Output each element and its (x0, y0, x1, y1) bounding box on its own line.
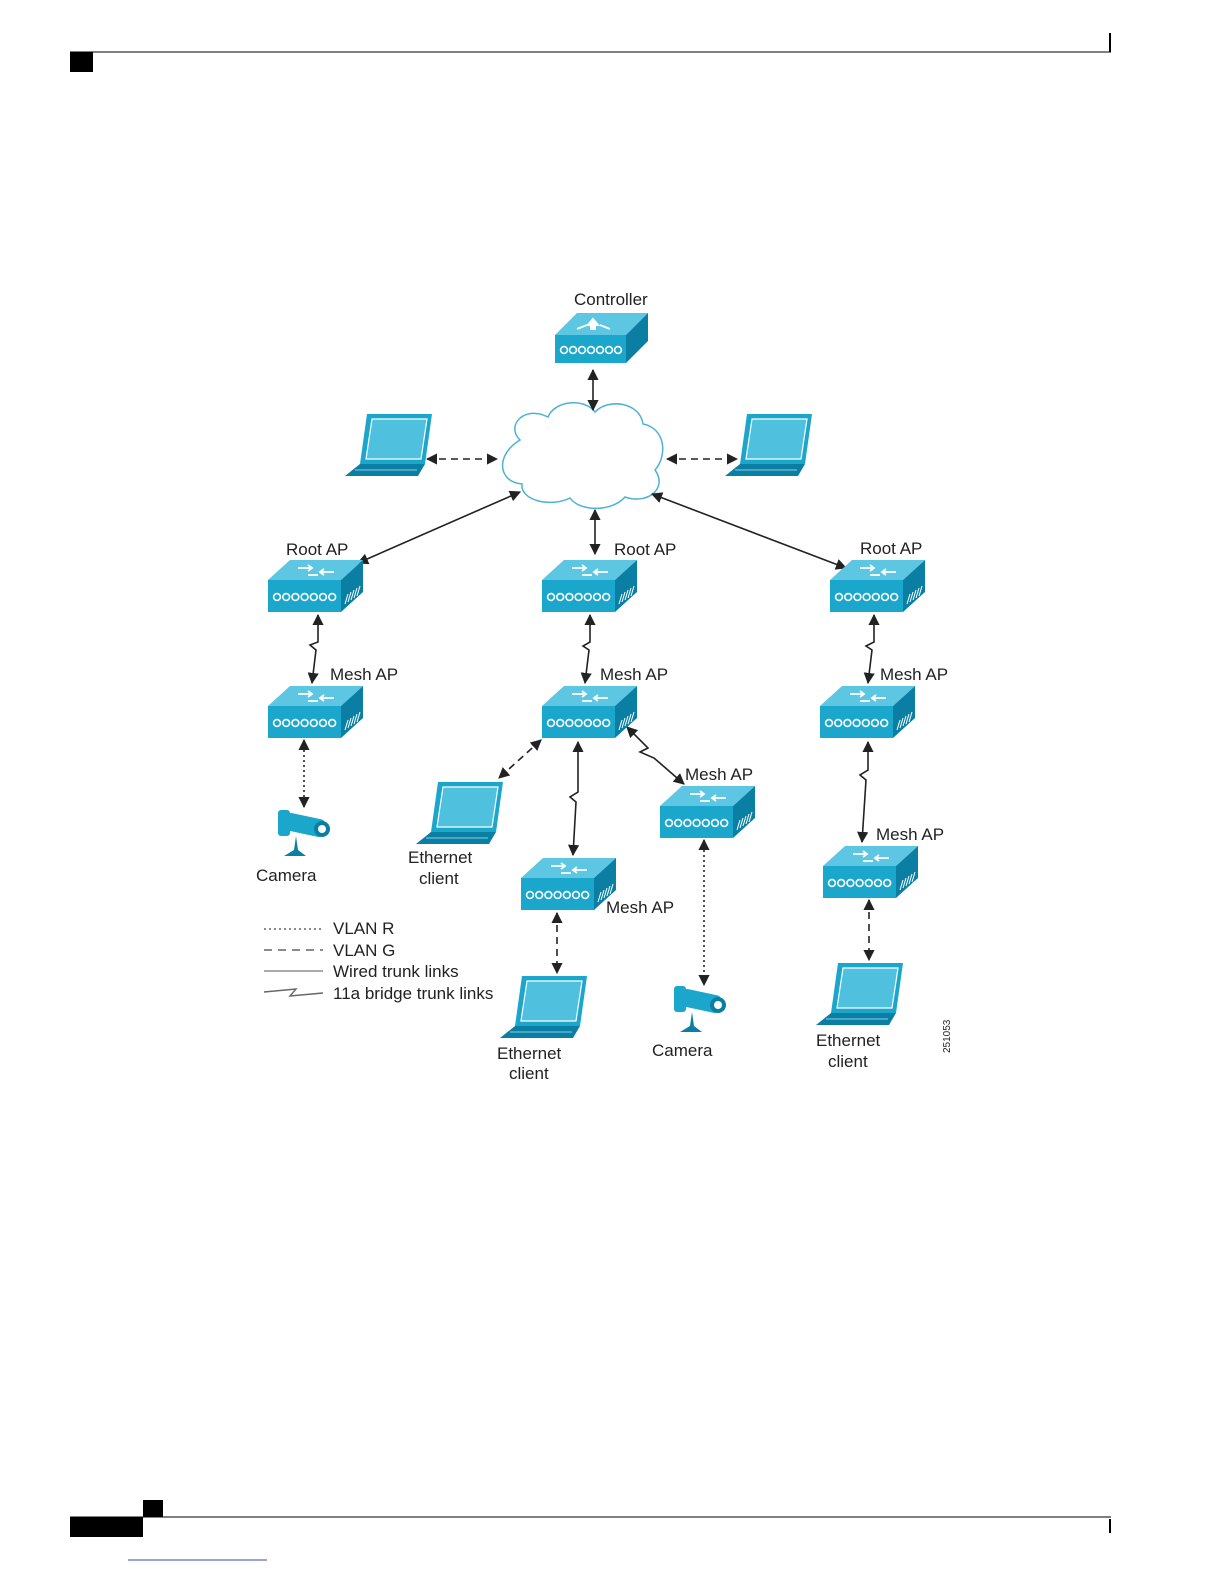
camera-icon (674, 986, 726, 1032)
mesh-ap-right-bottom-device (823, 846, 918, 898)
label-ethernet-client-bottom-line1: Ethernet (497, 1044, 562, 1063)
mesh-ap-left-device (268, 686, 363, 738)
label-ethernet-client-right-line2: client (828, 1052, 868, 1071)
legend-label-wired-trunk: Wired trunk links (333, 962, 459, 981)
label-mesh-ap-center: Mesh AP (600, 665, 668, 684)
legend-zigzag-sample (264, 989, 323, 996)
laptop-icon (345, 414, 432, 476)
label-root-ap-center: Root AP (614, 540, 676, 559)
laptop-icon (725, 414, 812, 476)
label-mesh-ap-center-bottom: Mesh AP (606, 898, 674, 917)
link-root-right-mesh-right (866, 615, 874, 683)
label-controller: Controller (574, 290, 648, 309)
controller-device (555, 313, 648, 363)
label-root-ap-right: Root AP (860, 539, 922, 558)
label-mesh-ap-left: Mesh AP (330, 665, 398, 684)
laptop-icon (816, 963, 903, 1025)
page-footer (70, 1500, 1111, 1560)
link-cloud-root-left (358, 492, 520, 563)
label-ethernet-client-center-line1: Ethernet (408, 848, 473, 867)
label-mesh-ap-right: Mesh AP (880, 665, 948, 684)
label-ethernet-client-center-line2: client (419, 869, 459, 888)
label-root-ap-left: Root AP (286, 540, 348, 559)
link-mesh-center-mesh-bottom (570, 742, 578, 855)
root-ap-right-device (830, 560, 925, 612)
link-mesh-center-mesh-centerright (627, 727, 684, 784)
legend-labels: VLAN R VLAN G Wired trunk links 11a brid… (333, 919, 493, 1003)
camera-icon (278, 810, 330, 856)
root-ap-left-device (268, 560, 363, 612)
root-ap-center-device (542, 560, 637, 612)
mesh-ap-center-device (542, 686, 637, 738)
network-cloud (503, 403, 663, 509)
mesh-ap-right-device (820, 686, 915, 738)
laptop-icon (416, 782, 503, 844)
page-header (70, 33, 1111, 72)
label-camera-left: Camera (256, 866, 317, 885)
label-mesh-ap-right-bottom: Mesh AP (876, 825, 944, 844)
label-mesh-ap-center-right: Mesh AP (685, 765, 753, 784)
link-mesh-right-mesh-rightbottom (860, 742, 868, 842)
laptop-icon (500, 976, 587, 1038)
figure-id: 251053 (942, 1019, 953, 1053)
mesh-ap-center-right-device (660, 786, 755, 838)
legend-label-bridge-trunk: 11a bridge trunk links (333, 984, 493, 1003)
link-root-center-mesh-center (583, 615, 590, 683)
link-cloud-root-right (652, 494, 846, 568)
mesh-ap-center-bottom-device (521, 858, 616, 910)
legend-label-vlan-g: VLAN G (333, 941, 395, 960)
label-camera-center: Camera (652, 1041, 713, 1060)
legend (264, 929, 323, 996)
legend-label-vlan-r: VLAN R (333, 919, 394, 938)
link-root-left-mesh-left (310, 615, 318, 683)
label-ethernet-client-bottom-line2: client (509, 1064, 549, 1083)
link-mesh-center-ethernet-client (499, 740, 541, 778)
label-ethernet-client-right-line1: Ethernet (816, 1031, 881, 1050)
